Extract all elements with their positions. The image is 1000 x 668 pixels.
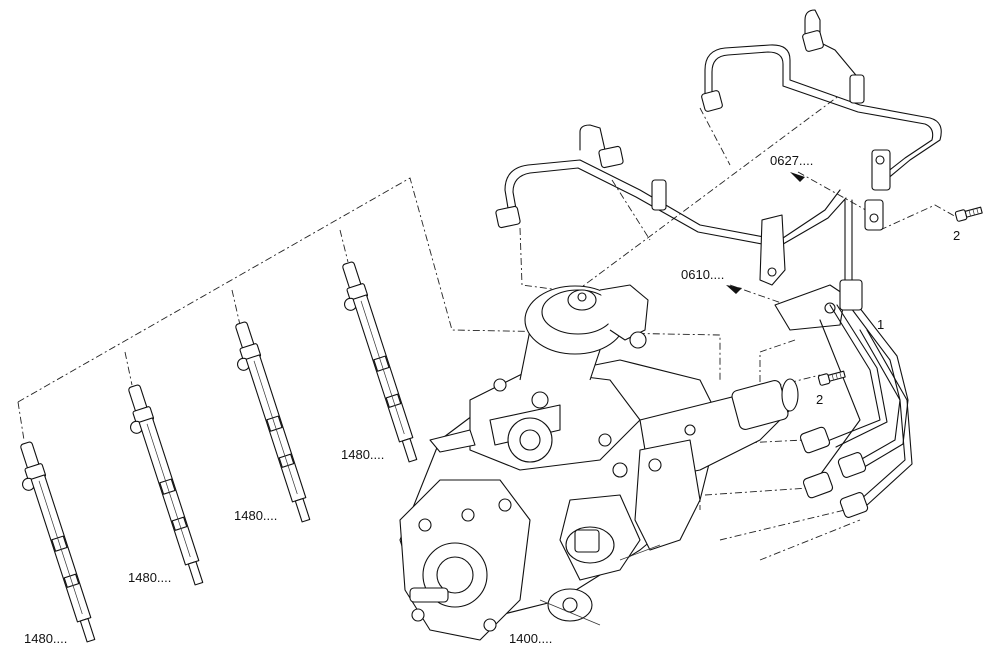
part-labels: 1400.... 1480.... 1480.... 1480.... 1480… [24,153,960,646]
arrow-0627 [790,172,805,182]
label-pipe-upper: 0627.... [770,153,813,168]
injector-2 [128,384,204,586]
upper-pipe-set [701,9,942,231]
leader-lines [17,94,959,561]
lower-pipe-set [495,124,847,331]
injector-4 [342,261,418,463]
arrow-0610 [726,285,742,294]
label-pipe-assembly: 1 [877,317,884,332]
screw-upper [954,206,983,222]
label-pump: 1400.... [509,631,552,646]
label-injector-2: 1480.... [128,570,171,585]
screw-lower [817,370,846,386]
label-screw-upper: 2 [953,228,960,243]
injection-pump [399,284,799,641]
injector-3 [235,321,311,523]
label-injector-3: 1480.... [234,508,277,523]
label-injector-1: 1480.... [24,631,67,646]
label-screw-lower: 2 [816,392,823,407]
injector-1 [20,441,96,643]
reference-arrows [726,172,805,294]
label-pipe-lower: 0610.... [681,267,724,282]
label-injector-4: 1480.... [341,447,384,462]
pipe-assembly [799,199,913,518]
